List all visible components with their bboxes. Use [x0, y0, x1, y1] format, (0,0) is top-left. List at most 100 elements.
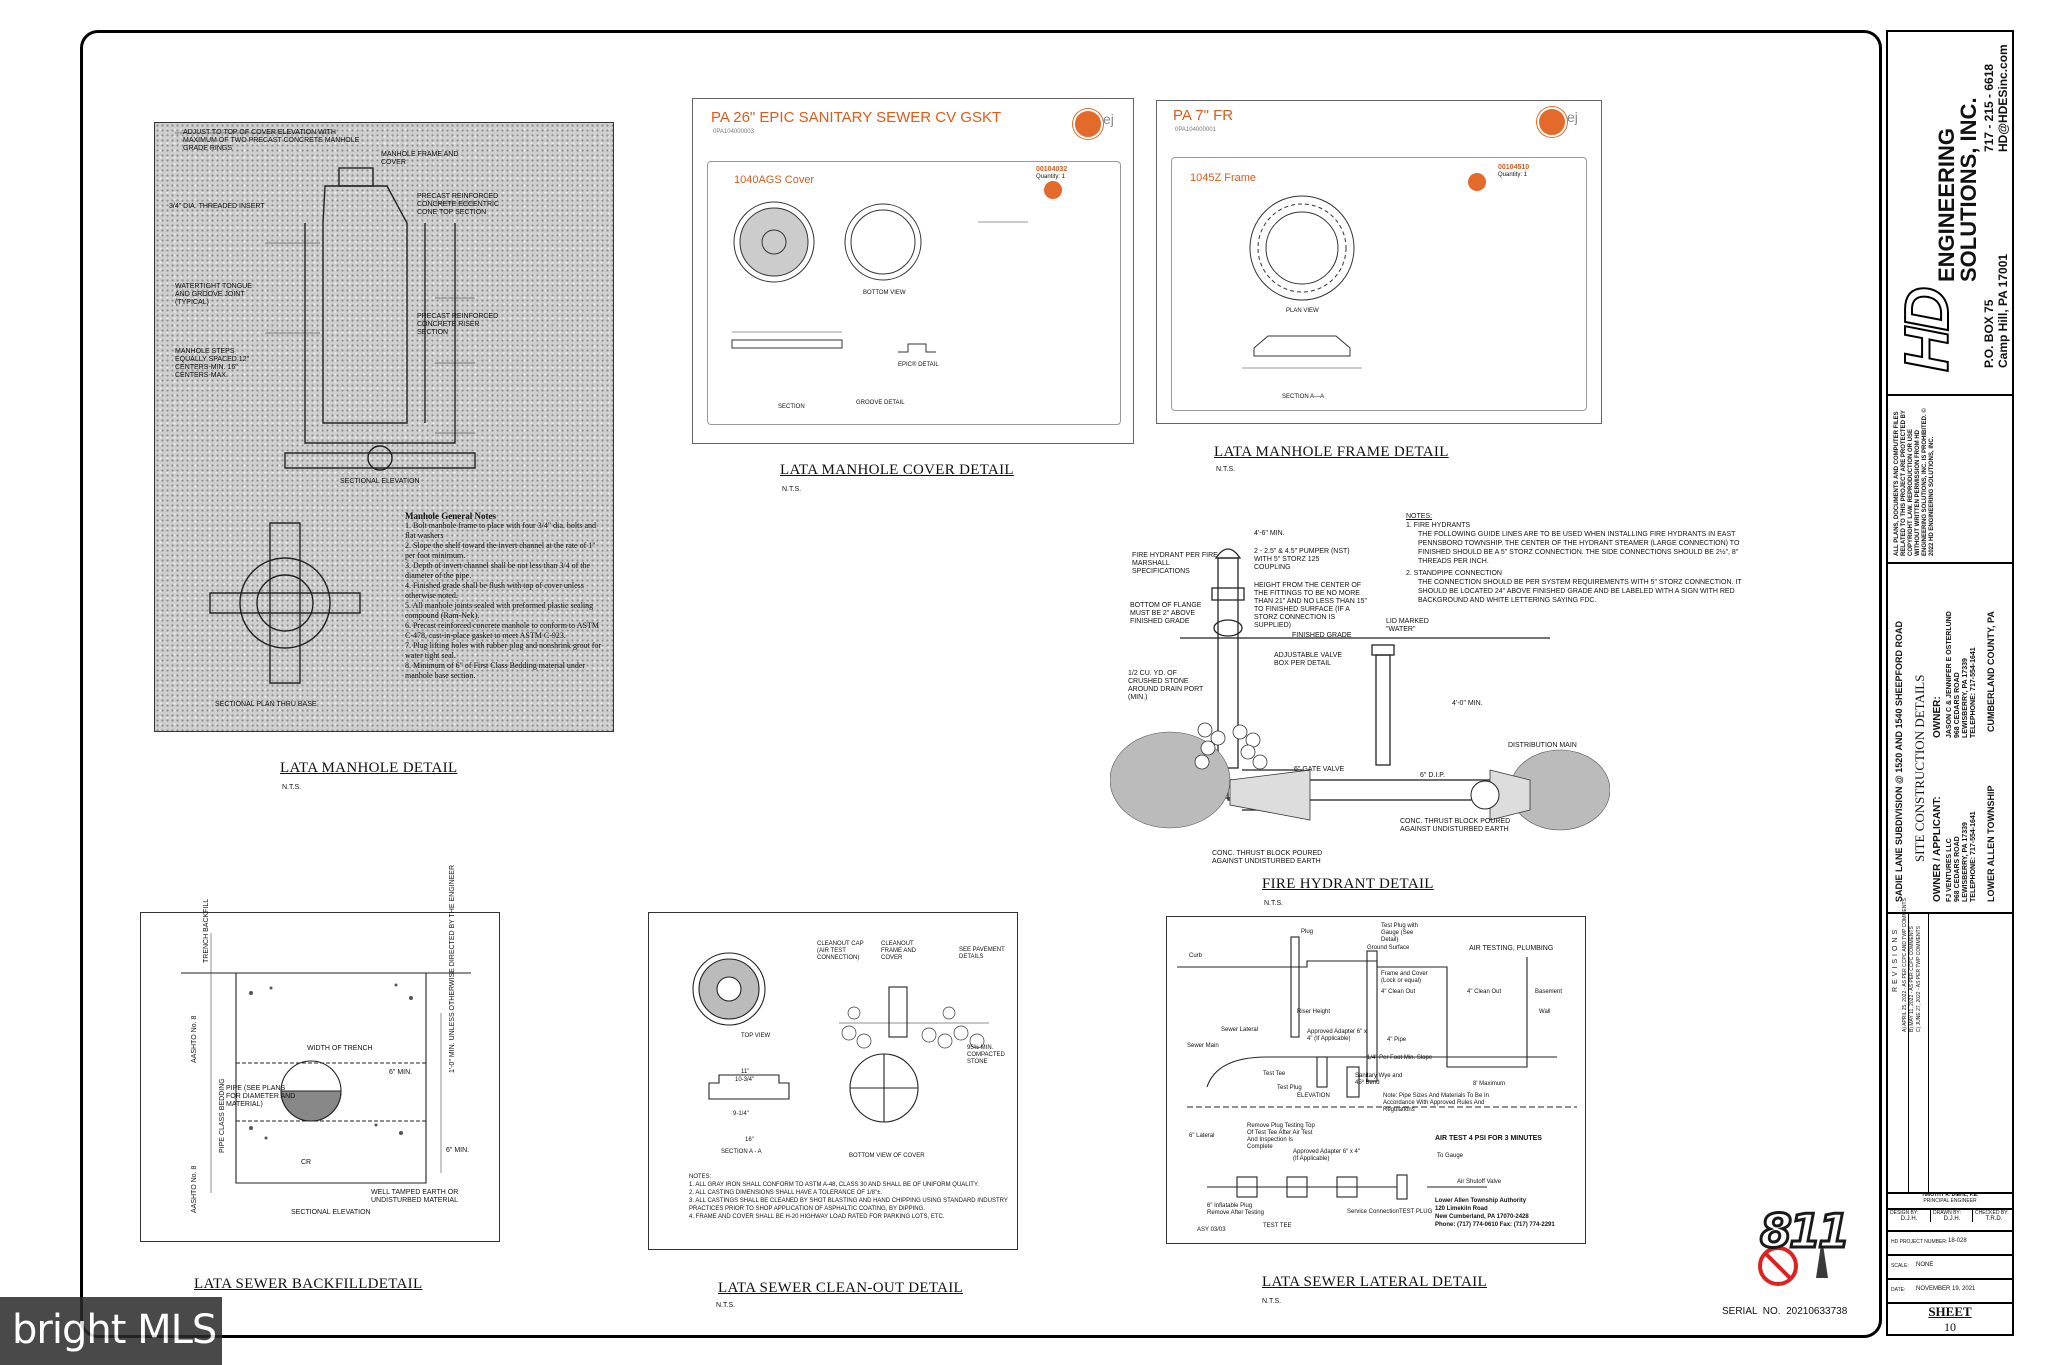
- project-section: SADIE LANE SUBDIVISION @ 1520 AND 1540 S…: [1888, 562, 2012, 914]
- hydrant-label: ADJUSTABLE VALVE BOX PER DETAIL: [1274, 652, 1343, 667]
- lateral-label: Service Connection: [1347, 1209, 1400, 1215]
- cleanout-label: 10-3/4": [735, 1077, 755, 1083]
- scale-value: NONE: [1916, 1262, 1934, 1268]
- drawn-by: D.J.H.: [1943, 1216, 1961, 1222]
- cover-view-label: EPIC® DETAIL: [898, 362, 939, 368]
- manhole-label: 3/4" DIA. THREADED INSERT: [169, 203, 265, 210]
- project-number: 18-028: [1948, 1238, 1967, 1244]
- manhole-note: 6. Precast reinforced concrete manhole t…: [405, 621, 599, 640]
- cleanout-notes: NOTES: 1. ALL GRAY IRON SHALL CONFORM TO…: [689, 1173, 1009, 1221]
- owner-label: OWNER:: [1932, 696, 1943, 738]
- revisions-label: REVISIONS: [1892, 926, 1899, 992]
- lateral-label: Basement: [1535, 989, 1563, 995]
- hydrant-note: THE FOLLOWING GUIDE LINES ARE TO BE USED…: [1418, 531, 1740, 565]
- manhole-note: 3. Depth of invert channel shall be not …: [405, 561, 591, 580]
- manhole-label: ADJUST TO TOP OF COVER ELEVATION WITH MA…: [183, 129, 360, 152]
- date-label: DATE:: [1891, 1287, 1906, 1293]
- cover-model: 1040AGS Cover: [734, 174, 815, 186]
- company-name: ENGINEERING SOLUTIONS, INC.: [1934, 97, 1981, 282]
- lateral-label: Remove Plug Testing Top Of Test Tee Afte…: [1247, 1123, 1315, 1150]
- cover-code: 0PA104000003: [713, 129, 754, 135]
- owner-line: TELEPHONE: 717-554-1641: [1970, 811, 1977, 902]
- lateral-label: ASY 03/03: [1197, 1227, 1226, 1233]
- manhole-detail-nts: N.T.S.: [282, 784, 302, 791]
- lateral-label: Curb: [1189, 953, 1203, 959]
- hydrant-label: 6" D.I.P.: [1420, 772, 1445, 779]
- hydrant-note: THE CONNECTION SHOULD BE PER SYSTEM REQU…: [1418, 579, 1742, 604]
- lateral-label: 4" Pipe: [1387, 1037, 1407, 1043]
- lateral-air-test: AIR TEST 4 PSI FOR 3 MINUTES: [1435, 1135, 1542, 1142]
- authority-line: 120 Limekiln Road: [1435, 1206, 1488, 1212]
- cleanout-note: 1. ALL GRAY IRON SHALL CONFORM TO ASTM A…: [689, 1182, 979, 1188]
- cover-detail-title: LATA MANHOLE COVER DETAIL: [780, 462, 1014, 478]
- lateral-label: 4" Clean Out: [1381, 989, 1416, 995]
- lateral-label: ELEVATION: [1297, 1093, 1330, 1099]
- cleanout-label: CLEANOUT CAP (AIR TEST CONNECTION): [817, 941, 864, 961]
- cover-header: PA 26" EPIC SANITARY SEWER CV GSKT: [711, 109, 1002, 126]
- lateral-label: Test Plug with Gauge (See Detail): [1381, 923, 1419, 943]
- lateral-header: AIR TESTING, PLUMBING: [1469, 945, 1554, 952]
- company-section: HD ENGINEERING SOLUTIONS, INC. P.O. BOX …: [1888, 32, 2012, 396]
- drawing-border: [80, 30, 1882, 1338]
- title-block: HD ENGINEERING SOLUTIONS, INC. P.O. BOX …: [1886, 30, 2014, 1336]
- lateral-label: Riser Height: [1297, 1009, 1331, 1015]
- manhole-label: PRECAST REINFORCED CONCRETE RISER SECTIO…: [417, 313, 499, 336]
- owner2-line: TELEPHONE: 717-554-1641: [1970, 647, 1977, 738]
- frame-code: 0PA104000001: [1175, 127, 1216, 133]
- cleanout-note: NOTES:: [689, 1174, 712, 1180]
- authority-line: Lower Allen Township Authority: [1435, 1198, 1527, 1204]
- backfill-label: TRENCH BACKFILL: [203, 898, 210, 963]
- backfill-label: PIPE (SEE PLANS FOR DIAMETER AND MATERIA…: [226, 1085, 296, 1108]
- owner-applicant-label: OWNER / APPLICANT:: [1932, 796, 1943, 902]
- manhole-label: WATERTIGHT TONGUE AND GROOVE JOINT (TYPI…: [175, 283, 252, 306]
- revisions-section: REVISIONS A) APRIL 25, 2022 - AS PER CCP…: [1888, 898, 2012, 1194]
- lateral-label: Test Plug: [1277, 1085, 1302, 1091]
- lateral-label: Plug: [1301, 929, 1314, 935]
- backfill-label: 1'-0" MIN. UNLESS OTHERWISE DIRECTED BY …: [449, 864, 456, 1073]
- cleanout-label: 11": [741, 1069, 750, 1075]
- hydrant-drawing: [1110, 548, 1610, 831]
- cover-drawing: [731, 181, 1062, 353]
- manhole-note: 4. Finished grade shall be flush with to…: [405, 581, 584, 600]
- frame-qty: Quantity: 1: [1498, 172, 1528, 178]
- copyright-section: ALL PLANS, DOCUMENTS AND COMPUTER FILES …: [1888, 394, 2012, 564]
- cover-view-label: GROOVE DETAIL: [856, 400, 905, 406]
- frame-detail-nts: N.T.S.: [1216, 466, 1236, 473]
- cleanout-drawing: [692, 952, 989, 1123]
- hydrant-notes: NOTES: 1. FIRE HYDRANTS THE FOLLOWING GU…: [1406, 512, 1752, 605]
- project-name: SADIE LANE SUBDIVISION @ 1520 AND 1540 S…: [1894, 620, 1904, 902]
- manhole-label: SECTIONAL PLAN THRU BASE: [215, 701, 317, 708]
- hydrant-label: 4'-6" MIN.: [1254, 530, 1285, 537]
- hydrant-label: BOTTOM OF FLANGE MUST BE 2" ABOVE FINISH…: [1130, 602, 1202, 625]
- backfill-label: WELL TAMPED EARTH OR UNDISTURBED MATERIA…: [371, 1189, 459, 1204]
- cover-part: 00104032: [1036, 166, 1068, 173]
- checked-by-label: CHECKED BY:: [1975, 1210, 2009, 1216]
- hydrant-label: 4'-0" MIN.: [1452, 700, 1483, 707]
- date-value: NOVEMBER 19, 2021: [1916, 1286, 1976, 1292]
- credits-section: DESIGN BY: D.J.H. DRAWN BY: D.J.H. CHECK…: [1888, 1208, 2012, 1232]
- lateral-label: TEST PLUG: [1399, 1209, 1433, 1215]
- frame-detail-panel: PA 7" FR 0PA104000001 ej 1045Z Frame 001…: [1156, 100, 1602, 424]
- lateral-label: 8' Maximum: [1473, 1081, 1506, 1087]
- hydrant-note: 1. FIRE HYDRANTS: [1406, 522, 1471, 529]
- lateral-label: 4" Clean Out: [1467, 989, 1502, 995]
- sheet-title: SITE CONSTRUCTION DETAILS: [1912, 674, 1927, 862]
- checked-by: T.R.D.: [1985, 1216, 2003, 1222]
- revision-line: C) JUNE 27, 2022 - AS PER TWP COMMENTS: [1916, 926, 1922, 1032]
- revisions-list: A) APRIL 25, 2022 - AS PER CCPC AND TWP …: [1902, 898, 1923, 1032]
- ej-logo-icon: [1537, 107, 1567, 137]
- lateral-label: Test Tee: [1263, 1071, 1286, 1077]
- 811-logo-icon: 811: [1752, 1203, 1852, 1288]
- manhole-drawing: [175, 132, 476, 684]
- scale-label: SCALE:: [1891, 1263, 1909, 1269]
- frame-view-label: SECTION A—A: [1282, 394, 1325, 400]
- project-number-section: HD PROJECT NUMBER: 18-028: [1888, 1230, 2012, 1256]
- lateral-label: 6" Lateral: [1189, 1133, 1215, 1139]
- backfill-detail-panel: WIDTH OF TRENCH PIPE (SEE PLANS FOR DIAM…: [140, 865, 500, 1242]
- engineer-section: TIMOTHY R. DIEHL, P.E. PRINCIPAL ENGINEE…: [1888, 1192, 2012, 1210]
- lateral-label: Sewer Main: [1187, 1043, 1219, 1049]
- manhole-detail-title: LATA MANHOLE DETAIL: [280, 760, 458, 776]
- backfill-label: SECTIONAL ELEVATION: [291, 1209, 371, 1216]
- lateral-detail-title: LATA SEWER LATERAL DETAIL: [1262, 1274, 1487, 1290]
- cleanout-label: BOTTOM VIEW OF COVER: [849, 1153, 925, 1159]
